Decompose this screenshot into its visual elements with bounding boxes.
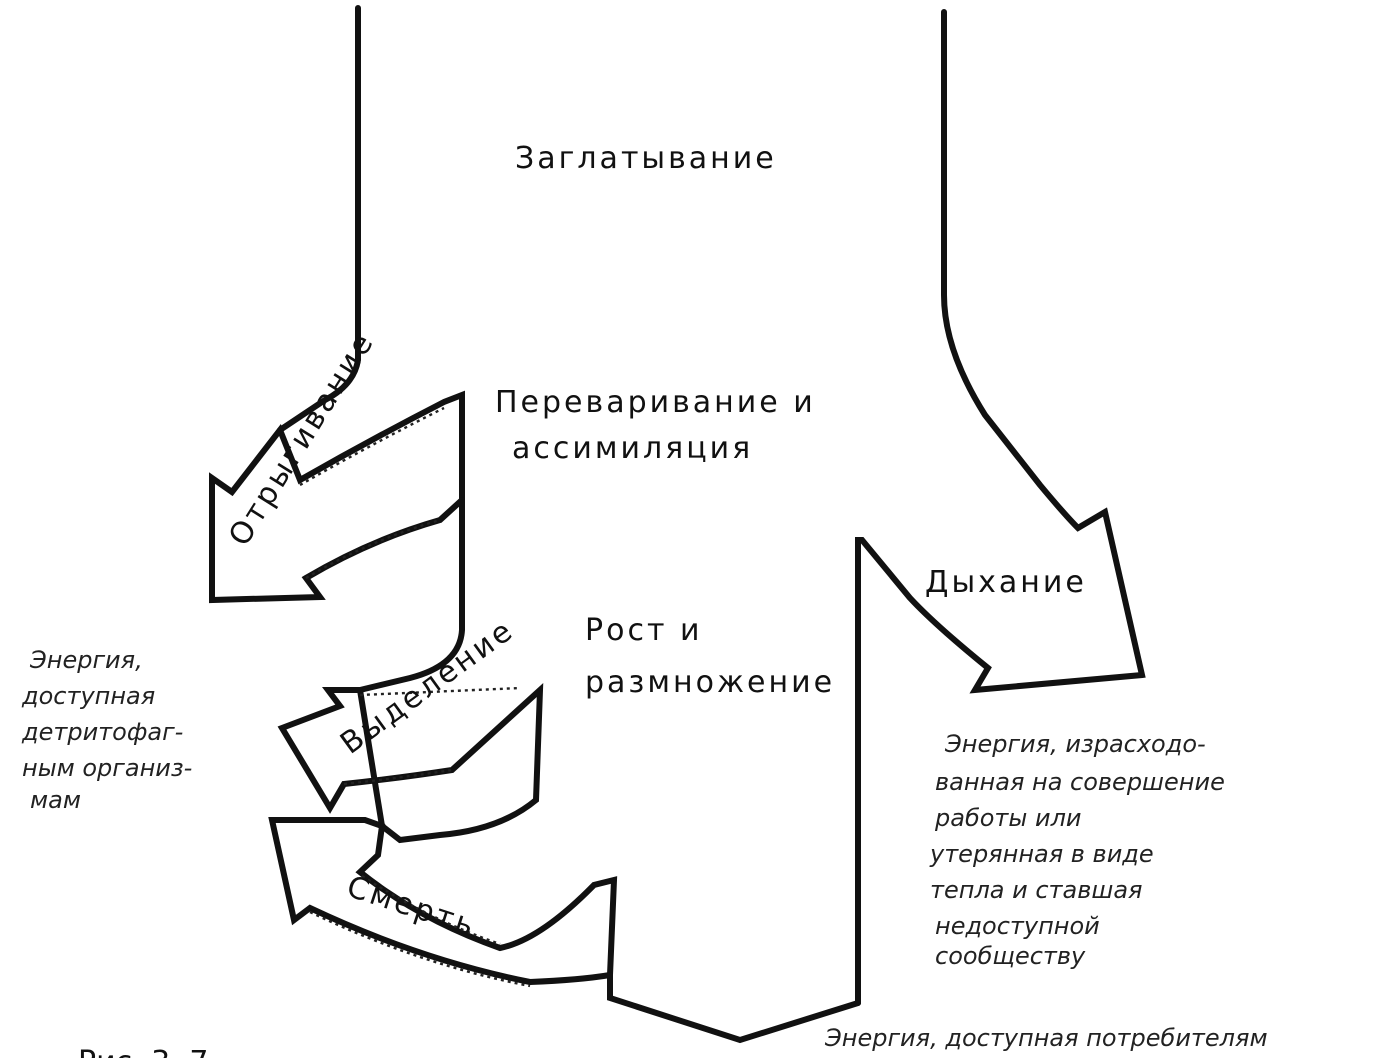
spent-note-line1: Энергия, израсходо- [944,730,1206,758]
excretion-hatch [343,686,521,786]
spent-note-line5: тепла и ставшая [930,876,1142,904]
digestion-label-line2: ассимиляция [512,431,753,466]
consumers-note: Энергия, доступная потребителям [824,1024,1268,1052]
inner-column [357,497,465,693]
channel-bottom [607,972,861,1044]
digestion-label-line1: Переваривание и [495,385,816,420]
channel-left-wall [277,5,361,433]
spent-note-line6: недоступной [935,912,1100,940]
detritivores-note-line1: Энергия, [29,646,143,674]
respiration-label: Дыхание [925,565,1087,600]
growth-label-line2: размножение [585,665,835,700]
channel-right-wall [855,9,1146,1006]
spent-note-line7: сообществу [935,942,1086,970]
spent-note-line4: утерянная в виде [929,840,1154,868]
detritivores-note-line4: ным организ- [22,754,192,782]
regurgitation-label: Отрыгивание [222,325,382,552]
detritivores-note-line2: доступная [21,682,155,710]
ingestion-label: Заглатывание [515,141,777,176]
death-hatch [309,874,531,988]
spent-note-line2: ванная на совершение [935,768,1225,796]
figure-caption: Рис. 3. 7. [78,1045,218,1058]
regurgitation-arrow [209,390,465,604]
spent-note-line3: работы или [934,804,1082,832]
detritivores-note-line5: мам [30,786,81,814]
detritivores-note-line3: детритофаг- [21,718,183,746]
growth-label-line1: Рост и [585,613,702,648]
